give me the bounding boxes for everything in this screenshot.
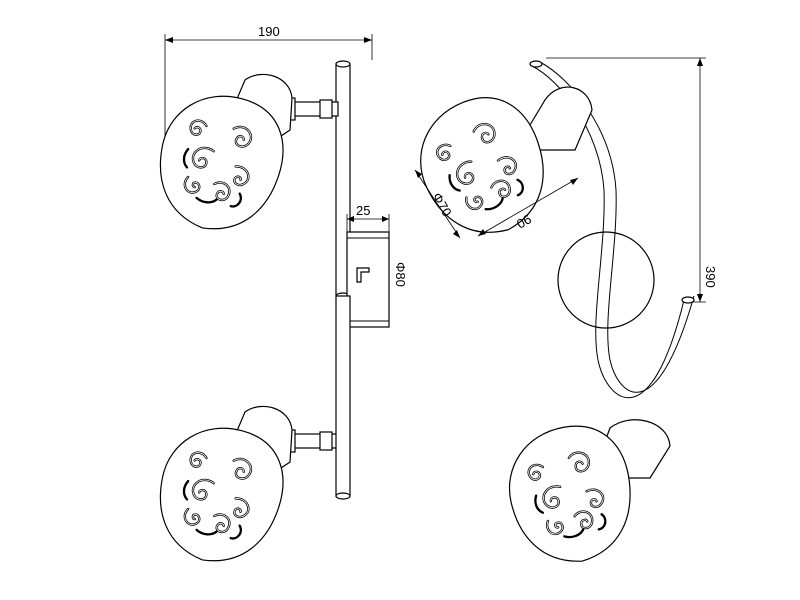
vertical-rod-lower bbox=[335, 295, 351, 500]
mounting-box bbox=[346, 231, 390, 328]
dimension-base-diameter: Φ80 bbox=[388, 232, 408, 327]
side-view: 390 Φ70 bbox=[402, 57, 718, 572]
wall-plate bbox=[557, 231, 655, 329]
dimension-shade-length: 90 bbox=[477, 177, 579, 237]
front-view: 190 25 Φ80 bbox=[144, 24, 408, 576]
side-spotlight-lower bbox=[500, 418, 671, 572]
front-spotlight-upper bbox=[144, 73, 339, 243]
dimension-width: 190 bbox=[164, 24, 373, 140]
side-spotlight-upper bbox=[402, 82, 593, 252]
dimension-depth-label: 25 bbox=[356, 203, 370, 218]
dimension-base-diameter-label: Φ80 bbox=[393, 262, 408, 287]
dimension-height-label: 390 bbox=[703, 266, 718, 288]
dimension-shade-length-label: 90 bbox=[514, 211, 534, 231]
dimension-height: 390 bbox=[546, 57, 718, 303]
dimension-depth: 25 bbox=[346, 203, 390, 232]
front-spotlight-lower bbox=[144, 405, 339, 575]
dimension-width-label: 190 bbox=[258, 24, 280, 39]
